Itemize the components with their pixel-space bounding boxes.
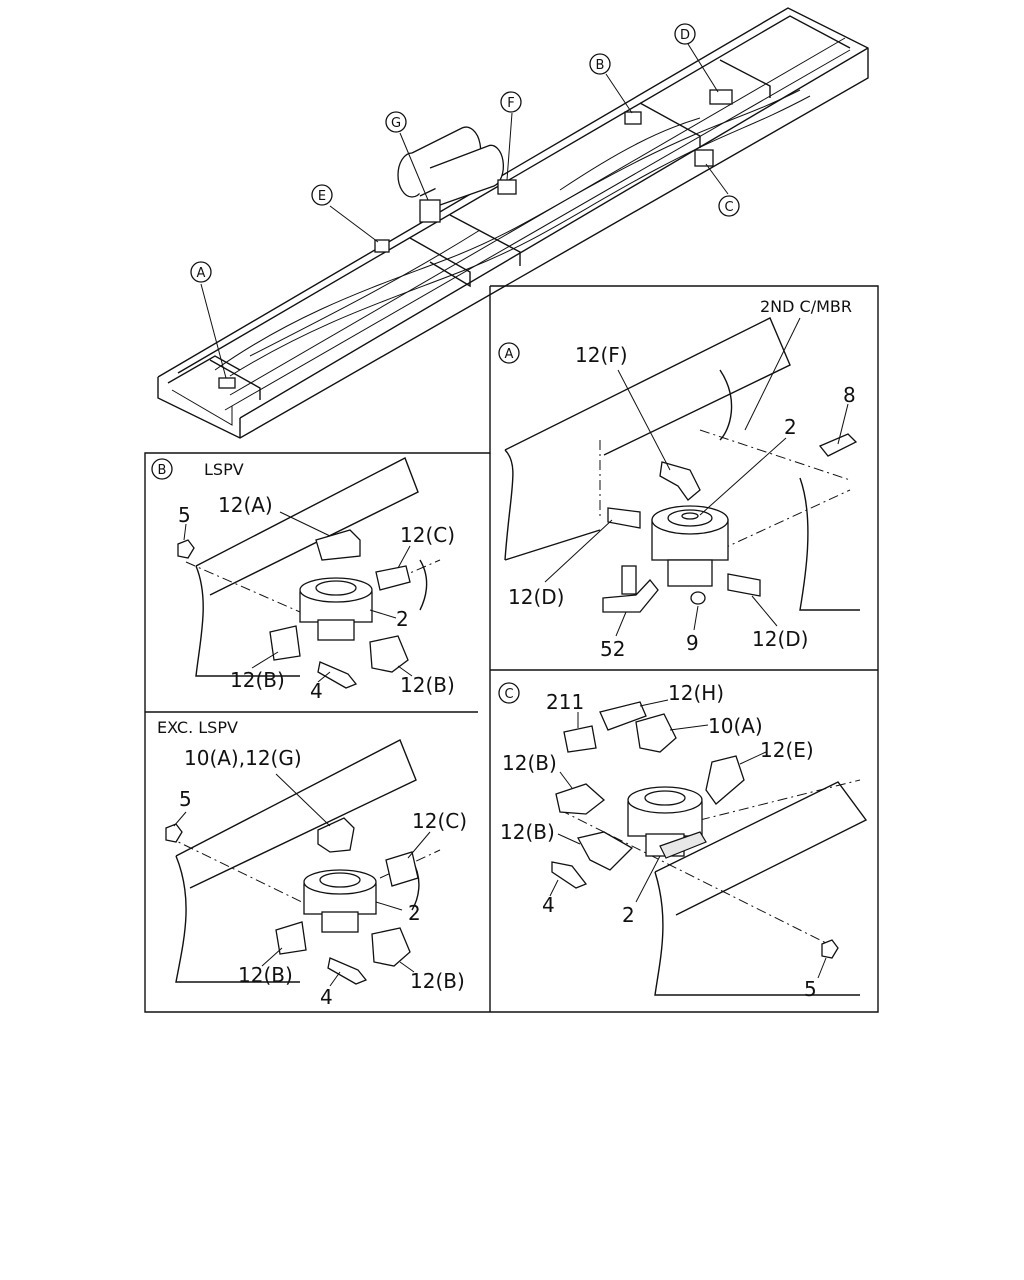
panel-a-detail: A 2ND C/MBR 12(F) 8 2 <box>498 297 860 661</box>
panel-exc-lspv-detail: EXC. LSPV 10(A),12(G) 5 12(C) 2 12(B) 4 … <box>157 718 467 1009</box>
panel-b-letter: B <box>158 463 167 478</box>
panel-b-detail: B LSPV 5 12(A) 12(C) 2 12(B) 4 12(B) <box>151 457 455 703</box>
panel-c-label-5: 5 <box>804 977 817 1001</box>
panel-exc-label-12b-left: 12(B) <box>238 963 293 987</box>
panel-c-label-211: 211 <box>546 690 584 714</box>
panel-b-label-12c: 12(C) <box>400 523 455 547</box>
panel-c-label-2: 2 <box>622 903 635 927</box>
panel-b-label-4: 4 <box>310 679 323 703</box>
panel-c-label-4: 4 <box>542 893 555 917</box>
panel-a-label-52: 52 <box>600 637 625 661</box>
callout-b-letter: B <box>596 58 605 73</box>
panel-c-letter: C <box>504 687 513 702</box>
panel-b-label-2: 2 <box>396 607 409 631</box>
panel-a-header: 2ND C/MBR <box>760 297 852 316</box>
callout-g-overview: G <box>385 111 407 133</box>
panel-c-label-12b-top: 12(B) <box>502 751 557 775</box>
panel-exc-label-10a-12g: 10(A),12(G) <box>184 746 302 770</box>
panel-b-label-5: 5 <box>178 503 191 527</box>
panel-a-label-8: 8 <box>843 383 856 407</box>
callout-a-letter: A <box>197 266 206 281</box>
panel-exc-label-2: 2 <box>408 901 421 925</box>
callout-d-overview: D <box>674 23 696 45</box>
panel-c-detail: C 211 12(H) 10(A) 12(E) 12(B) <box>498 681 868 1001</box>
panel-a-label-12f: 12(F) <box>575 343 628 367</box>
panel-exc-label-12b-right: 12(B) <box>410 969 465 993</box>
panel-borders <box>144 285 879 1013</box>
panel-b-label-12b-right: 12(B) <box>400 673 455 697</box>
callout-e-letter: E <box>318 189 326 204</box>
panel-exc-label-5: 5 <box>179 787 192 811</box>
callout-c-letter: C <box>724 200 733 215</box>
callout-g-letter: G <box>391 116 401 131</box>
callout-f-overview: F <box>500 91 522 113</box>
panel-a-label-2: 2 <box>784 415 797 439</box>
panel-a-label-12d-right: 12(D) <box>752 627 808 651</box>
panel-b-label-12a: 12(A) <box>218 493 273 517</box>
panel-a-label-9: 9 <box>686 631 699 655</box>
callout-d-letter: D <box>680 28 690 43</box>
panel-b-label-12b-left: 12(B) <box>230 668 285 692</box>
panel-c-label-12e: 12(E) <box>760 738 814 762</box>
callout-e-overview: E <box>311 184 333 206</box>
panel-b-header: LSPV <box>204 460 244 479</box>
callout-f-letter: F <box>507 96 514 111</box>
callout-c-overview: C <box>718 195 740 217</box>
chassis-frame-overview: A E G F B D C <box>157 7 869 439</box>
callout-a-overview: A <box>190 261 212 283</box>
panel-exc-header: EXC. LSPV <box>157 718 238 737</box>
panel-exc-label-12c: 12(C) <box>412 809 467 833</box>
panel-c-label-12h: 12(H) <box>668 681 724 705</box>
panel-a-letter: A <box>505 347 514 362</box>
panel-exc-label-4: 4 <box>320 985 333 1009</box>
panel-a-label-12d-left: 12(D) <box>508 585 564 609</box>
callout-b-overview: B <box>589 53 611 75</box>
panel-c-label-12b-bottom: 12(B) <box>500 820 555 844</box>
panel-c-label-10a: 10(A) <box>708 714 763 738</box>
